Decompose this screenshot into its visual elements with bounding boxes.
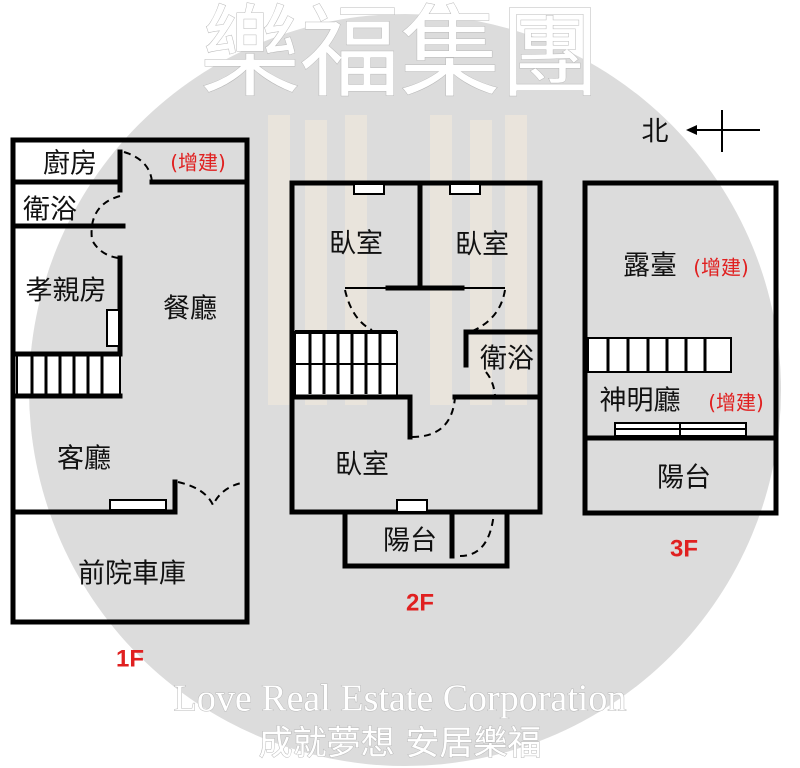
room-bedroom-1: 臥室 bbox=[329, 229, 383, 260]
room-bedroom-2: 臥室 bbox=[455, 230, 509, 261]
room-balcony-3f: 陽台 bbox=[657, 463, 711, 494]
room-balcony-2f: 陽台 bbox=[383, 526, 437, 557]
watermark-english: Love Real Estate Corporation bbox=[174, 678, 627, 720]
floor-label-1f: 1F bbox=[116, 645, 144, 672]
room-garage: 前院車庫 bbox=[78, 559, 186, 590]
room-parent: 孝親房 bbox=[26, 276, 107, 307]
stairs-icon bbox=[12, 351, 123, 399]
floor-2f-plan bbox=[289, 180, 543, 569]
watermark-circle bbox=[29, 14, 781, 766]
watermark-slogan: 成就夢想 安居樂福 bbox=[259, 724, 542, 764]
stairs-icon bbox=[294, 330, 398, 397]
room-kitchen: 廚房 bbox=[43, 149, 97, 180]
room-dining: 餐廳 bbox=[163, 294, 217, 325]
stairs-icon bbox=[587, 337, 732, 373]
room-terrace-note: (增建) bbox=[693, 256, 749, 280]
room-terrace: 露臺 bbox=[623, 251, 677, 282]
room-kitchen-note: (增建) bbox=[170, 151, 226, 175]
room-bedroom-3: 臥室 bbox=[335, 450, 389, 481]
floor-label-3f: 3F bbox=[670, 535, 698, 562]
room-living: 客廳 bbox=[57, 444, 111, 475]
north-label: 北 bbox=[642, 117, 669, 148]
room-bath-1f: 衛浴 bbox=[23, 195, 77, 226]
altar-icon bbox=[614, 422, 747, 437]
room-shrine-note: (增建) bbox=[708, 391, 764, 415]
floor-3f-plan bbox=[582, 180, 779, 516]
watermark-brand: 樂福集團 bbox=[200, 0, 600, 112]
room-bath-2f: 衛浴 bbox=[480, 344, 534, 375]
room-shrine: 神明廳 bbox=[600, 386, 681, 417]
floor-1f-plan bbox=[10, 137, 250, 625]
north-arrow-icon bbox=[686, 110, 760, 152]
floor-label-2f: 2F bbox=[406, 589, 434, 616]
